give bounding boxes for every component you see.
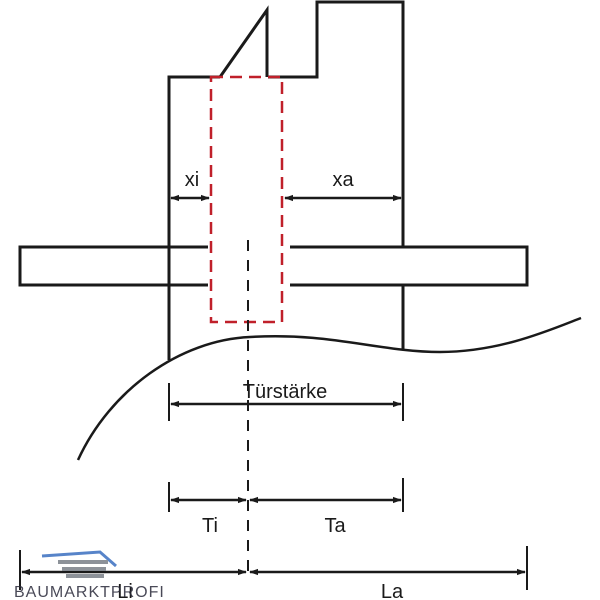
ti-label: Ti [202,515,218,537]
handle-right [290,245,529,287]
door-thickness-label: Türstärke [243,381,327,403]
watermark-logo: BAUMARKTPROFI [14,550,165,600]
li-label: Li [117,581,133,600]
watermark-stripe-1 [58,560,108,564]
xi-label: xi [185,169,199,191]
watermark-stripe-3 [66,574,104,578]
ta-label: Ta [324,515,346,537]
xa-label: xa [332,169,354,191]
door-outline [167,0,405,360]
handle-left [18,245,208,287]
watermark-stripe-2 [62,567,106,571]
break-curve [76,316,582,461]
lock-cylinder-dashed [209,75,284,324]
fitting-triangle [218,5,269,78]
watermark-text: BAUMARKTPROFI [14,584,165,600]
watermark-roof-icon [41,550,117,568]
la-label: La [381,581,404,600]
